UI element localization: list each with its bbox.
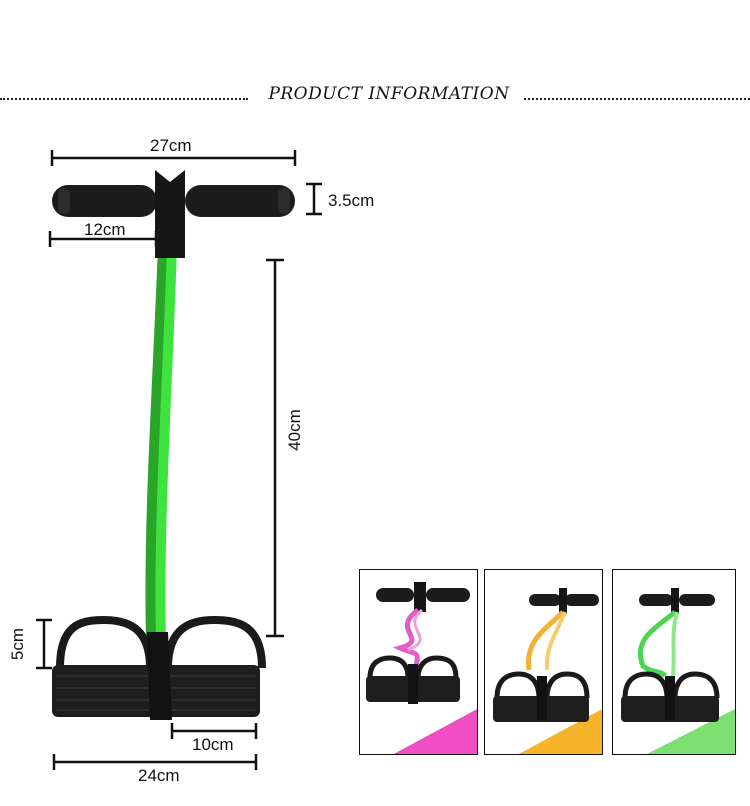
variant-orange	[484, 569, 603, 755]
dimension-pedal-width: 10cm	[192, 735, 234, 754]
variant-pink	[359, 569, 478, 755]
dimension-band-length: 40cm	[284, 409, 304, 451]
dimension-base-width: 24cm	[138, 766, 180, 785]
header-title: PRODUCT INFORMATION	[268, 84, 510, 104]
resistance-band	[145, 244, 177, 641]
dimension-lines	[36, 150, 322, 770]
foam-handle	[52, 170, 295, 258]
header-dotted-line-left	[0, 98, 248, 100]
variant-green	[612, 569, 736, 755]
dimension-pedal-height: 5cm	[8, 627, 28, 661]
section-header: PRODUCT INFORMATION	[0, 84, 750, 110]
dimension-grip-length: 12cm	[84, 220, 126, 239]
header-dotted-line-right	[524, 98, 750, 100]
dimension-handle-diameter: 3.5cm	[328, 191, 375, 210]
dimension-handle-width: 27cm	[150, 136, 192, 155]
foot-pedals	[52, 615, 266, 720]
